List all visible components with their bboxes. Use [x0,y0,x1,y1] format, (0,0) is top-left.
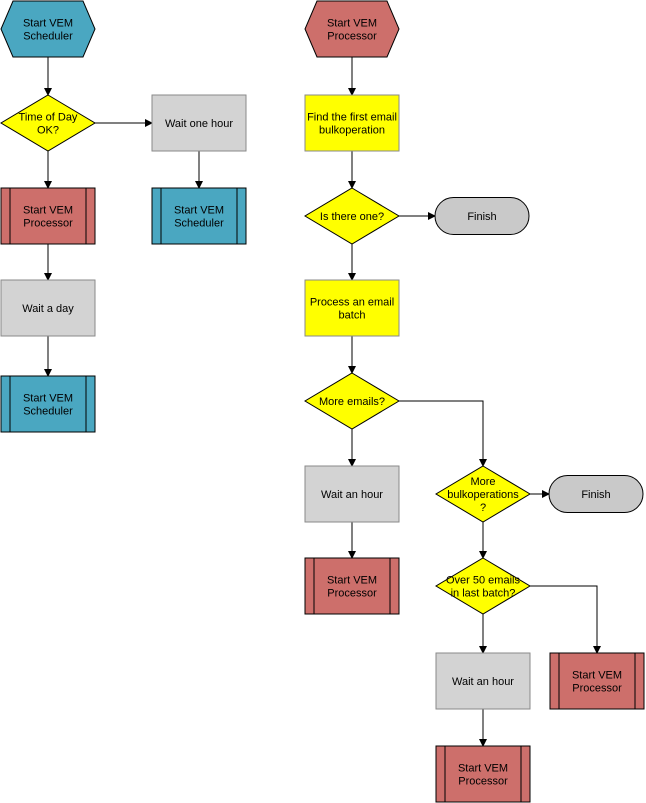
node-m12: Wait an hour [435,652,531,710]
node-label: Finish [581,489,610,501]
hexagon-shape [304,0,400,58]
process-shape [304,94,400,152]
connector-arrow [530,585,601,654]
node-label: Start VEM [23,393,73,405]
node-label: Start VEM [174,205,224,217]
node-label: Processor [327,31,377,43]
subprocess-shape [0,187,96,245]
node-label: Wait an hour [452,676,514,688]
node-label: Processor [23,218,73,230]
diamond-shape [304,372,400,430]
node-label: batch [339,310,366,322]
node-label: Wait an hour [321,489,383,501]
node-label: bulkoperation [319,125,385,137]
process-shape [0,279,96,337]
node-label: ? [480,502,486,514]
process-shape [435,652,531,710]
terminal-shape [434,197,530,235]
node-label: Find the first email [307,112,397,124]
node-label: Scheduler [174,218,224,230]
diamond-shape [0,94,96,152]
node-label: Start VEM [23,18,73,30]
node-label: in last batch? [451,588,516,600]
diamond-shape [435,465,531,523]
node-label: Start VEM [327,575,377,587]
node-m6: More emails? [304,372,400,430]
node-label: Wait one hour [165,118,233,130]
subprocess-shape [151,187,247,245]
process-shape [304,465,400,523]
node-label: Over 50 emails [446,575,520,587]
diamond-shape [304,187,400,245]
diamond-shape [435,557,531,615]
node-label: Finish [467,211,496,223]
node-label: More [470,476,495,488]
process-shape [304,279,400,337]
connectors [44,57,601,747]
node-label: Scheduler [23,31,73,43]
node-label: Start VEM [572,670,622,682]
subprocess-shape [0,375,96,433]
node-m4: Finish [434,197,530,235]
node-m3: Is there one? [304,187,400,245]
node-label: Scheduler [23,406,73,418]
node-m9: Finish [548,475,644,513]
process-shape [151,94,247,152]
node-n3: Wait one hour [151,94,247,152]
node-label: Start VEM [327,18,377,30]
connector-arrow [399,400,487,467]
node-m7: Wait an hour [304,465,400,523]
node-label: OK? [37,125,59,137]
node-label: More emails? [319,396,385,408]
node-label: Wait a day [22,303,74,315]
node-n6: Wait a day [0,279,96,337]
node-label: Start VEM [458,763,508,775]
node-label: Processor [572,683,622,695]
node-label: Processor [327,588,377,600]
node-label: Process an email [310,297,394,309]
node-label: Is there one? [320,211,384,223]
node-label: Processor [458,776,508,788]
node-label: bulkoperations [447,489,519,501]
hexagon-shape [0,0,96,58]
subprocess-shape [304,557,400,615]
node-label: Start VEM [23,205,73,217]
node-label: Time of Day [19,112,78,124]
subprocess-shape [435,745,531,803]
subprocess-shape [549,652,645,710]
terminal-shape [548,475,644,513]
